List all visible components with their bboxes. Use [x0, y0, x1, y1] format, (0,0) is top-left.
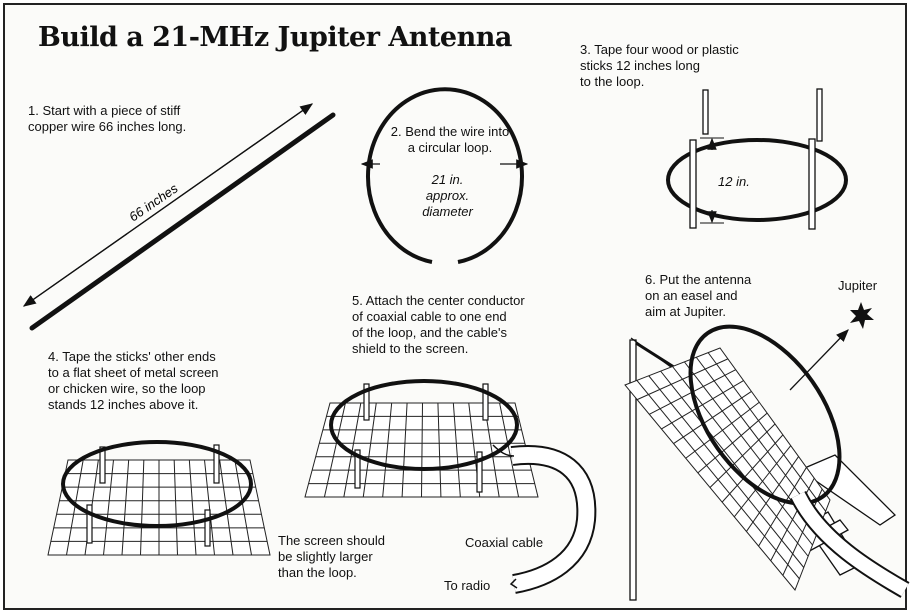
jupiter-label: Jupiter — [838, 278, 878, 293]
jupiter-star-icon — [850, 302, 874, 329]
to-radio-label: To radio — [444, 578, 491, 593]
coaxial-cable — [492, 444, 597, 594]
copper-wire — [29, 112, 336, 331]
tilted-loop — [688, 324, 842, 506]
step5-text: 5. Attach the center conductor of coaxia… — [352, 293, 525, 356]
step3-text: 3. Tape four wood or plastic sticks 12 i… — [580, 42, 739, 89]
aim-arrow — [789, 329, 849, 391]
tilted-screen — [624, 347, 831, 591]
screen-note: The screen should be slightly larger tha… — [278, 533, 385, 580]
stick-length-arrow — [700, 137, 724, 224]
step5-loop — [329, 379, 519, 493]
diameter-label: 21 in. approx. diameter — [422, 172, 473, 219]
step4-loop — [61, 440, 253, 547]
page-title: Build a 21-MHz Jupiter Antenna — [38, 22, 512, 53]
coax-label: Coaxial cable — [465, 535, 544, 550]
loop-with-sticks — [666, 88, 848, 230]
circular-loop — [366, 87, 524, 264]
step1-text: 1. Start with a piece of stiff copper wi… — [28, 103, 187, 134]
step6-text: 6. Put the antenna on an easel and aim a… — [645, 272, 752, 319]
easel-cable — [789, 490, 910, 598]
step4-screen — [47, 459, 271, 556]
length-arrow — [22, 103, 314, 307]
step2-text: 2. Bend the wire into a circular loop. — [390, 124, 510, 155]
step4-text: 4. Tape the sticks' other ends to a flat… — [48, 349, 219, 412]
stick-length-label: 12 in. — [718, 174, 750, 189]
